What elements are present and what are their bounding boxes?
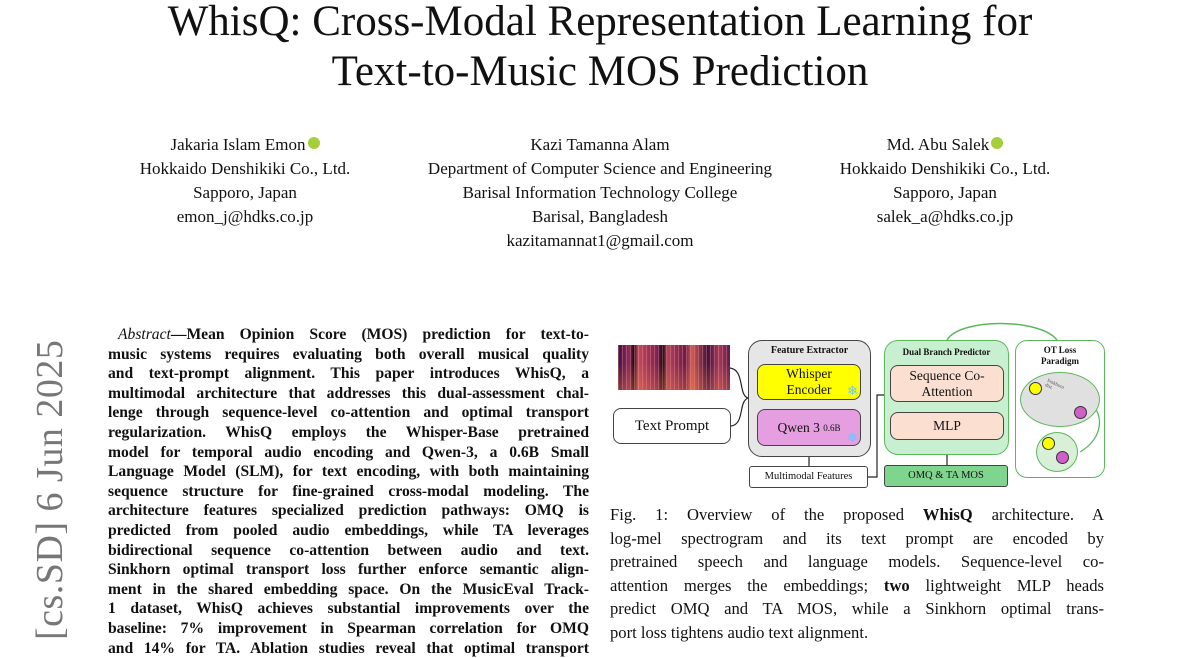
qwen-size: 0.6B — [823, 420, 840, 436]
unaligned-embedding-space — [1020, 372, 1100, 427]
text-embedding-dot — [1056, 451, 1069, 464]
feature-extractor-label: Feature Extractor — [748, 345, 871, 356]
figure-caption: Fig. 1: Overview of the proposed WhisQ a… — [610, 503, 1104, 645]
mlp-box: MLP — [890, 412, 1004, 440]
multimodal-features-box: Multimodal Features — [749, 466, 868, 488]
text-embedding-dot — [1074, 406, 1087, 419]
omq-ta-mos-box: OMQ & TA MOS — [884, 465, 1008, 487]
caption-line: Fig. 1: Overview of the proposed WhisQ a… — [610, 503, 1104, 527]
text-prompt-box: Text Prompt — [613, 408, 731, 444]
frozen-snowflake-icon: ❄ — [847, 383, 858, 399]
audio-embedding-dot — [1029, 382, 1042, 395]
qwen-label: Qwen 3 — [777, 420, 819, 436]
caption-line: predict OMQ and TA MOS, while a Sinkhorn… — [610, 597, 1104, 621]
whisper-encoder-box: Whisper Encoder — [757, 364, 861, 400]
caption-line: pretrained speech and language models. S… — [610, 550, 1104, 574]
qwen-box: Qwen 3 0.6B — [757, 409, 861, 446]
spectrogram-image — [618, 345, 730, 390]
frozen-snowflake-icon: ❄ — [847, 430, 858, 446]
ot-loss-label: OT Loss Paradigm — [1030, 345, 1090, 367]
sequence-coattention-box: Sequence Co-Attention — [890, 365, 1004, 402]
caption-line: attention merges the embeddings; two lig… — [610, 574, 1104, 598]
audio-embedding-dot — [1042, 437, 1055, 450]
dual-branch-label: Dual Branch Predictor — [884, 347, 1009, 357]
caption-line: port loss tightens audio text alignment. — [610, 621, 1104, 645]
caption-line: log-mel spectrogram and its text prompt … — [610, 527, 1104, 551]
